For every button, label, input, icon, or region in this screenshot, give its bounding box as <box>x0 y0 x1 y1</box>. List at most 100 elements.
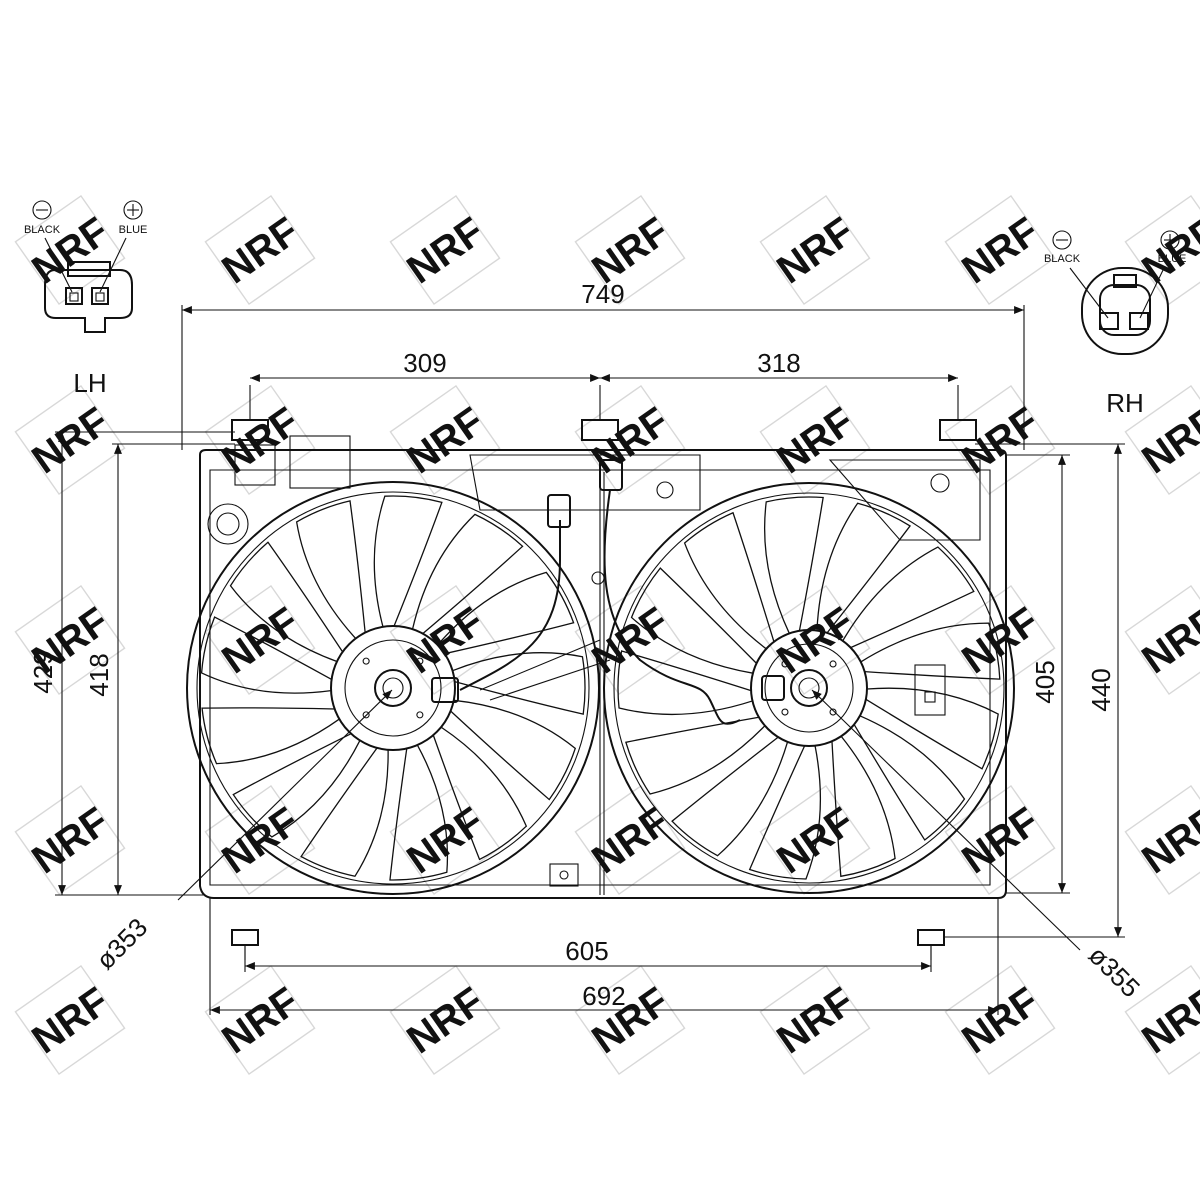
left-fan <box>186 481 600 895</box>
nrf-watermark: NRF <box>1124 784 1200 896</box>
minus-circle-icon <box>32 200 52 220</box>
svg-text:NRF: NRF <box>399 979 492 1062</box>
svg-text:NRF: NRF <box>399 799 492 882</box>
nrf-watermark: NRF <box>944 964 1056 1076</box>
nrf-watermark: NRF <box>389 784 501 896</box>
fan-blade <box>295 500 366 639</box>
svg-text:NRF: NRF <box>954 209 1047 292</box>
nrf-watermark: NRF <box>389 194 501 306</box>
fan-blade <box>201 707 340 765</box>
svg-text:NRF: NRF <box>1134 979 1200 1062</box>
nrf-watermark: NRF <box>944 784 1056 896</box>
dim-outer-right-height: 440 <box>1086 668 1116 711</box>
nrf-watermark: NRF <box>14 784 126 896</box>
fan-blade <box>229 541 344 663</box>
lh-black-label: BLACK <box>24 224 61 236</box>
svg-text:NRF: NRF <box>1134 599 1200 682</box>
svg-text:NRF: NRF <box>399 209 492 292</box>
fan-blade <box>860 622 1001 680</box>
svg-text:NRF: NRF <box>214 209 307 292</box>
dim-right-mount-spacing: 318 <box>757 348 800 378</box>
motor-hub <box>750 629 868 747</box>
lh-connector-detail: BLACK BLUE LH <box>24 200 148 398</box>
svg-text:NRF: NRF <box>769 799 862 882</box>
dimension-lines <box>55 305 1125 1015</box>
fan-blade <box>300 747 389 877</box>
svg-text:NRF: NRF <box>769 209 862 292</box>
fan-blade <box>200 616 332 694</box>
dim-inner-right-height: 405 <box>1030 660 1060 703</box>
svg-text:NRF: NRF <box>1134 399 1200 482</box>
rh-connector-detail: BLACK BLUE RH <box>1044 230 1187 418</box>
fan-blade <box>389 744 449 881</box>
dim-left-fan-diameter: ø353 <box>90 912 153 975</box>
nrf-watermark: NRF <box>389 964 501 1076</box>
dim-outer-left-height: 429 <box>28 650 58 693</box>
fan-blade <box>816 502 911 634</box>
lh-connector-plug <box>44 269 133 333</box>
motor-hub <box>330 625 456 751</box>
dim-base-width: 692 <box>582 981 625 1011</box>
nrf-watermark: NRF <box>204 194 316 306</box>
nrf-watermark: NRF <box>759 964 871 1076</box>
fan-blade <box>411 513 524 635</box>
svg-text:NRF: NRF <box>399 599 492 682</box>
fan-blade <box>671 736 789 857</box>
fan-blade <box>437 571 575 655</box>
rh-black-label: BLACK <box>1044 253 1081 265</box>
nrf-watermark: NRF <box>574 784 686 896</box>
svg-text:NRF: NRF <box>214 979 307 1062</box>
dim-right-fan-diameter: ø355 <box>1083 940 1146 1003</box>
wiring-harness <box>459 459 741 725</box>
dim-left-mount-spacing: 309 <box>403 348 446 378</box>
nrf-watermark: NRF <box>759 384 871 496</box>
fan-blade <box>748 745 821 880</box>
svg-text:NRF: NRF <box>24 399 117 482</box>
svg-text:NRF: NRF <box>769 979 862 1062</box>
fan-blade <box>831 735 896 878</box>
fan-blade <box>452 652 586 715</box>
fan-blade <box>617 650 753 716</box>
fan-blade <box>625 716 766 795</box>
nrf-watermark: NRF <box>574 584 686 696</box>
top-mount-left <box>231 385 269 441</box>
top-mount-center <box>581 385 619 441</box>
fan-blade <box>232 733 361 838</box>
dim-inner-left-height: 418 <box>84 653 114 696</box>
fan-blade <box>373 495 443 627</box>
nrf-watermark: NRF <box>14 384 126 496</box>
nrf-watermark: NRF <box>204 964 316 1076</box>
svg-text:NRF: NRF <box>24 799 117 882</box>
fan-blade <box>853 715 966 841</box>
dim-lower-mount-spacing: 605 <box>565 936 608 966</box>
top-mount-right <box>939 385 977 441</box>
nrf-watermark: NRF <box>944 194 1056 306</box>
fan-ring <box>186 481 600 895</box>
rh-blue-label: BLUE <box>1158 253 1187 265</box>
svg-text:NRF: NRF <box>954 979 1047 1062</box>
fan-blade <box>764 496 824 634</box>
svg-text:NRF: NRF <box>1134 799 1200 882</box>
right-fan <box>603 482 1015 894</box>
lh-label: LH <box>73 368 106 398</box>
rh-connector-plug <box>1081 267 1169 355</box>
fan-blade <box>683 511 775 650</box>
nrf-watermark: NRF <box>389 384 501 496</box>
fan-ring <box>603 482 1015 894</box>
fan-blade <box>432 726 528 861</box>
svg-text:NRF: NRF <box>24 979 117 1062</box>
nrf-watermark: NRF <box>14 964 126 1076</box>
svg-text:NRF: NRF <box>24 209 117 292</box>
fan-blade <box>630 567 757 674</box>
svg-text:NRF: NRF <box>1134 209 1200 292</box>
fan-blade <box>865 687 999 770</box>
lh-blue-label: BLUE <box>119 224 148 236</box>
nrf-watermark: NRF <box>759 194 871 306</box>
minus-circle-icon <box>1052 230 1072 250</box>
svg-text:NRF: NRF <box>769 599 862 682</box>
nrf-watermark: NRF <box>1124 584 1200 696</box>
rh-label: RH <box>1106 388 1144 418</box>
dim-overall-width: 749 <box>581 279 624 309</box>
fan-blade <box>450 699 577 801</box>
